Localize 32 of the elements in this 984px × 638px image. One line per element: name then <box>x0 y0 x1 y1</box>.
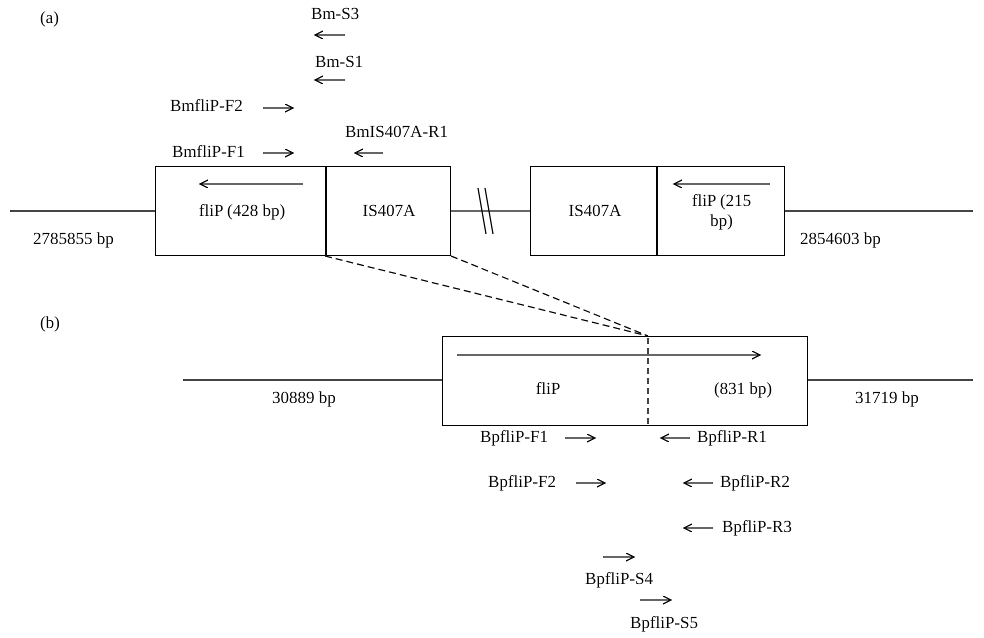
dashed-line <box>324 255 648 337</box>
gene-label: fliP (215 bp) <box>690 191 752 231</box>
dna-line <box>451 210 530 212</box>
position-label: 2785855 bp <box>33 229 114 249</box>
primer-name: Bm-S1 <box>315 52 364 72</box>
primer-name: BmfliP-F2 <box>170 96 243 116</box>
gene-label: IS407A <box>362 201 416 221</box>
dashed-line <box>450 255 648 337</box>
panel-label: (b) <box>40 313 60 333</box>
position-label: 2854603 bp <box>800 229 881 249</box>
primer-name: Bm-S3 <box>311 4 360 24</box>
primer-name: BpfliP-S5 <box>630 613 698 633</box>
position-label: 30889 bp <box>272 388 336 408</box>
gene-label: fliP (428 bp) <box>198 201 286 221</box>
gene-segment-box <box>155 166 327 256</box>
gene-segment-box <box>530 166 658 256</box>
gene-segment-box <box>442 336 808 426</box>
gene-segment-box <box>325 166 451 256</box>
position-label: 31719 bp <box>855 388 919 408</box>
gene-label: IS407A <box>568 201 622 221</box>
primer-name: BpfliP-R1 <box>697 427 767 447</box>
primer-name: BpfliP-F1 <box>480 427 548 447</box>
gene-label: fliP <box>534 379 562 399</box>
gene-segment-box <box>656 166 785 256</box>
panel-label: (a) <box>40 8 59 28</box>
primer-name: BmIS407A-R1 <box>345 122 448 142</box>
primer-name: BpfliP-R2 <box>720 472 790 492</box>
primer-name: BpfliP-S4 <box>585 569 654 589</box>
primer-name: BpfliP-F2 <box>488 472 556 492</box>
gene-label: (831 bp) <box>712 379 774 399</box>
primer-name: BmfliP-F1 <box>172 142 245 162</box>
primer-name: BpfliP-R3 <box>722 517 792 537</box>
